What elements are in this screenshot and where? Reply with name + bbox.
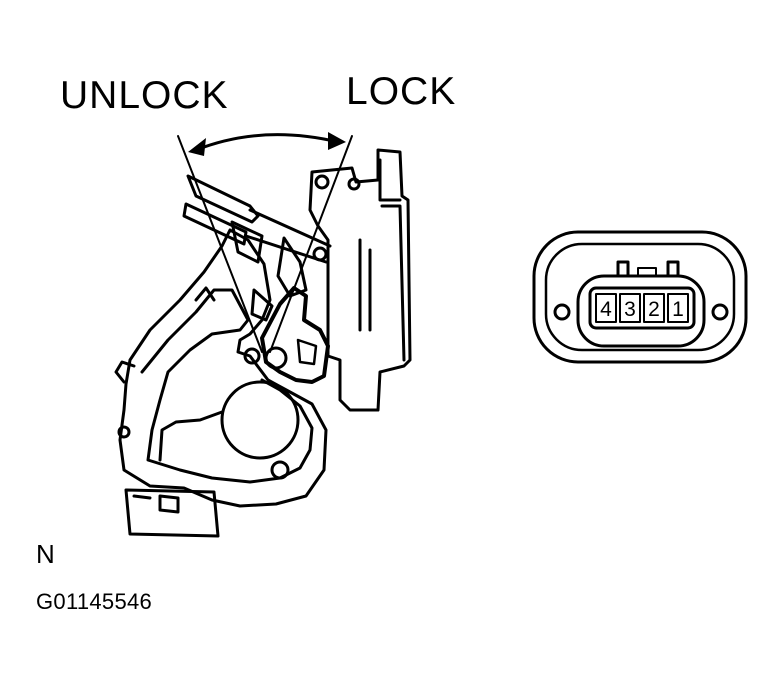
lock-label: LOCK bbox=[346, 70, 457, 113]
connector-face: 4 3 2 1 bbox=[532, 230, 748, 364]
view-label: N bbox=[36, 539, 55, 569]
unlock-label: UNLOCK bbox=[60, 74, 229, 117]
lock-actuator bbox=[114, 148, 412, 538]
pin-label: 3 bbox=[624, 298, 636, 321]
swing-arrow bbox=[188, 132, 346, 156]
pin-label: 1 bbox=[672, 298, 684, 321]
guide-lines bbox=[177, 135, 353, 353]
pin-label: 4 bbox=[600, 298, 612, 321]
pin-label: 2 bbox=[648, 298, 660, 321]
figure-code: G01145546 bbox=[36, 589, 153, 614]
